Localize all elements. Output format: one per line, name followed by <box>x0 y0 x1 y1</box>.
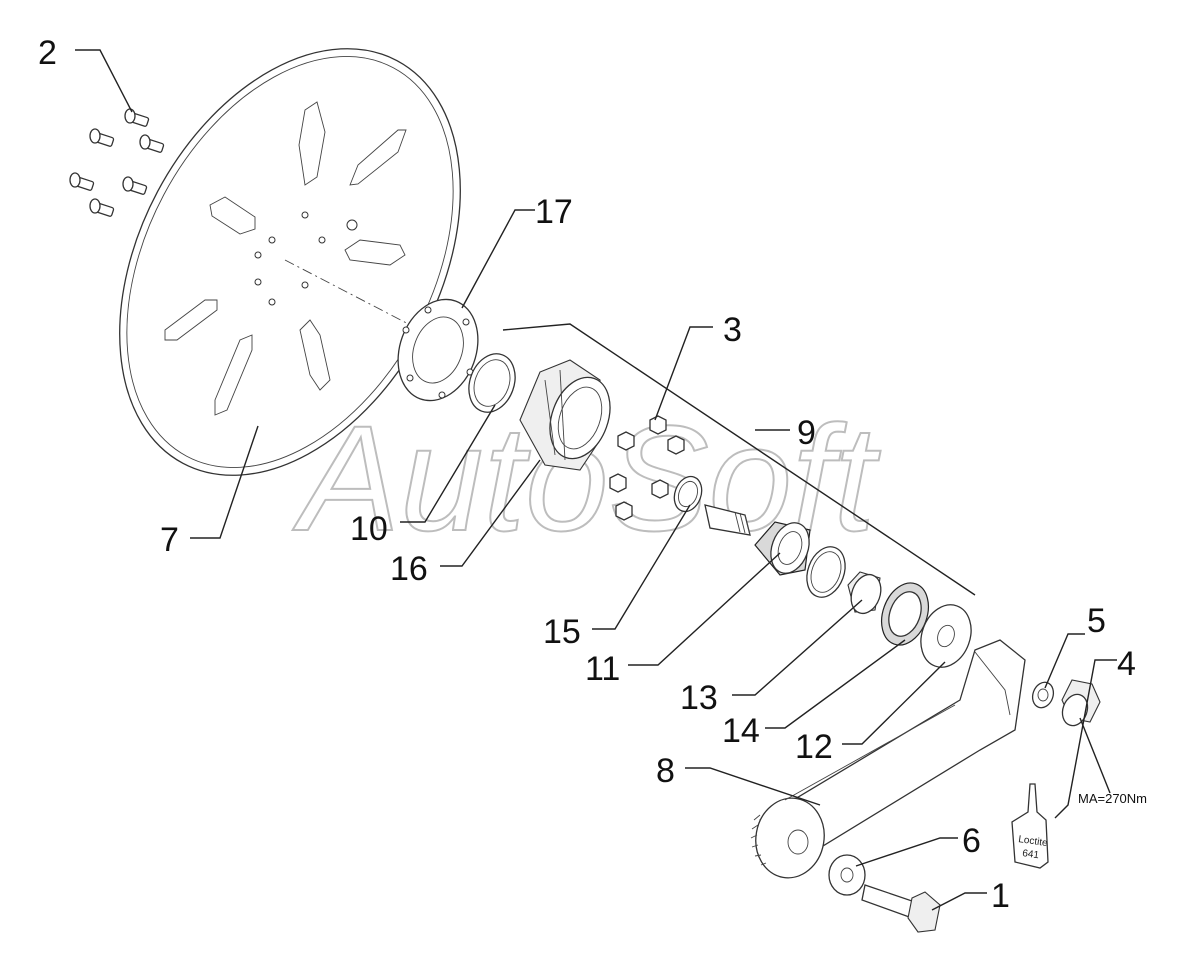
leader-lines <box>75 49 1117 911</box>
washer-part-6 <box>828 854 866 896</box>
callout-3: 3 <box>723 311 742 349</box>
sleeve-part-15 <box>673 475 703 513</box>
bottle-label-line2: 641 <box>1022 848 1040 861</box>
circlip-part-10 <box>468 353 516 413</box>
gasket-part-17 <box>397 298 479 402</box>
bearing-part-11 <box>754 521 811 576</box>
callout-14: 14 <box>722 712 760 750</box>
callout-13: 13 <box>680 679 718 717</box>
crank-arm-part-8 <box>750 639 1026 879</box>
bolt-part-1 <box>861 884 941 933</box>
callout-9: 9 <box>797 414 816 452</box>
loctite-bottle: Loctite 641 <box>1011 783 1049 869</box>
callout-7: 7 <box>160 521 179 559</box>
spacer-part-13 <box>847 571 882 615</box>
bolts-part-2 <box>69 108 165 217</box>
washer-part-5 <box>1031 681 1055 709</box>
torque-note: MA=270Nm <box>1078 791 1147 806</box>
hub-part-16 <box>519 359 611 471</box>
callout-2: 2 <box>38 34 57 72</box>
callout-5: 5 <box>1087 602 1106 640</box>
washer-part-12 <box>920 604 972 668</box>
circlip-small <box>806 546 846 598</box>
callout-15: 15 <box>543 613 581 651</box>
callout-17: 17 <box>535 193 573 231</box>
callout-10: 10 <box>350 510 388 548</box>
group-bracket-9 <box>502 323 976 596</box>
callout-11: 11 <box>585 650 620 688</box>
nut-part-4 <box>1061 679 1101 727</box>
nuts-part-3 <box>609 415 685 521</box>
shaft <box>704 504 751 536</box>
callout-16: 16 <box>390 550 428 588</box>
callout-labels: 2 17 3 9 7 10 16 15 11 13 14 12 8 6 1 5 … <box>38 34 1147 915</box>
callout-1: 1 <box>991 877 1010 915</box>
seal-part-14 <box>881 582 929 646</box>
bottle-label-line1: Loctite <box>1018 834 1049 849</box>
callout-8: 8 <box>656 752 675 790</box>
callout-4: 4 <box>1117 645 1136 683</box>
callout-12: 12 <box>795 728 833 766</box>
callout-6: 6 <box>962 822 981 860</box>
